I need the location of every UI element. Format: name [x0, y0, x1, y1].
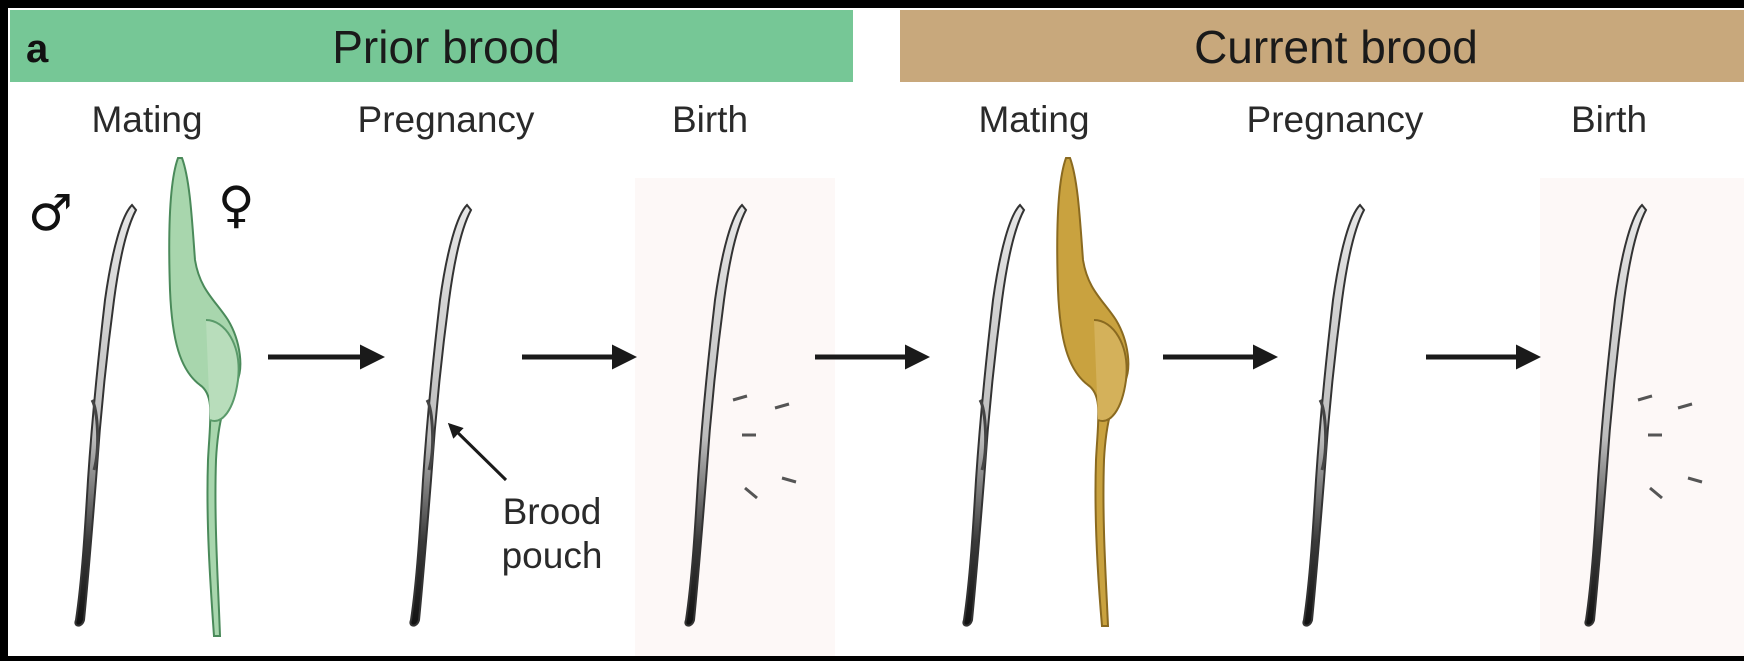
figure-panel — [8, 8, 1744, 656]
stage-label-current-pregnancy: Pregnancy — [1247, 99, 1424, 140]
stage-label-current-birth: Birth — [1571, 99, 1647, 140]
stage-label-prior-mating: Mating — [91, 99, 202, 140]
birth-background-current — [1540, 178, 1744, 656]
brood-pouch-label-line2: pouch — [502, 535, 603, 576]
banner-prior-label: Prior brood — [332, 21, 560, 73]
stage-label-prior-pregnancy: Pregnancy — [358, 99, 535, 140]
brood-pouch-label-line1: Brood — [503, 491, 602, 532]
female-symbol: ♀ — [218, 176, 255, 234]
male-symbol: ♂ — [28, 184, 73, 242]
birth-background-prior — [635, 178, 835, 656]
stage-label-current-mating: Mating — [978, 99, 1089, 140]
panel-letter: a — [26, 27, 49, 71]
banner-current-label: Current brood — [1194, 21, 1478, 73]
stage-label-prior-birth: Birth — [672, 99, 748, 140]
